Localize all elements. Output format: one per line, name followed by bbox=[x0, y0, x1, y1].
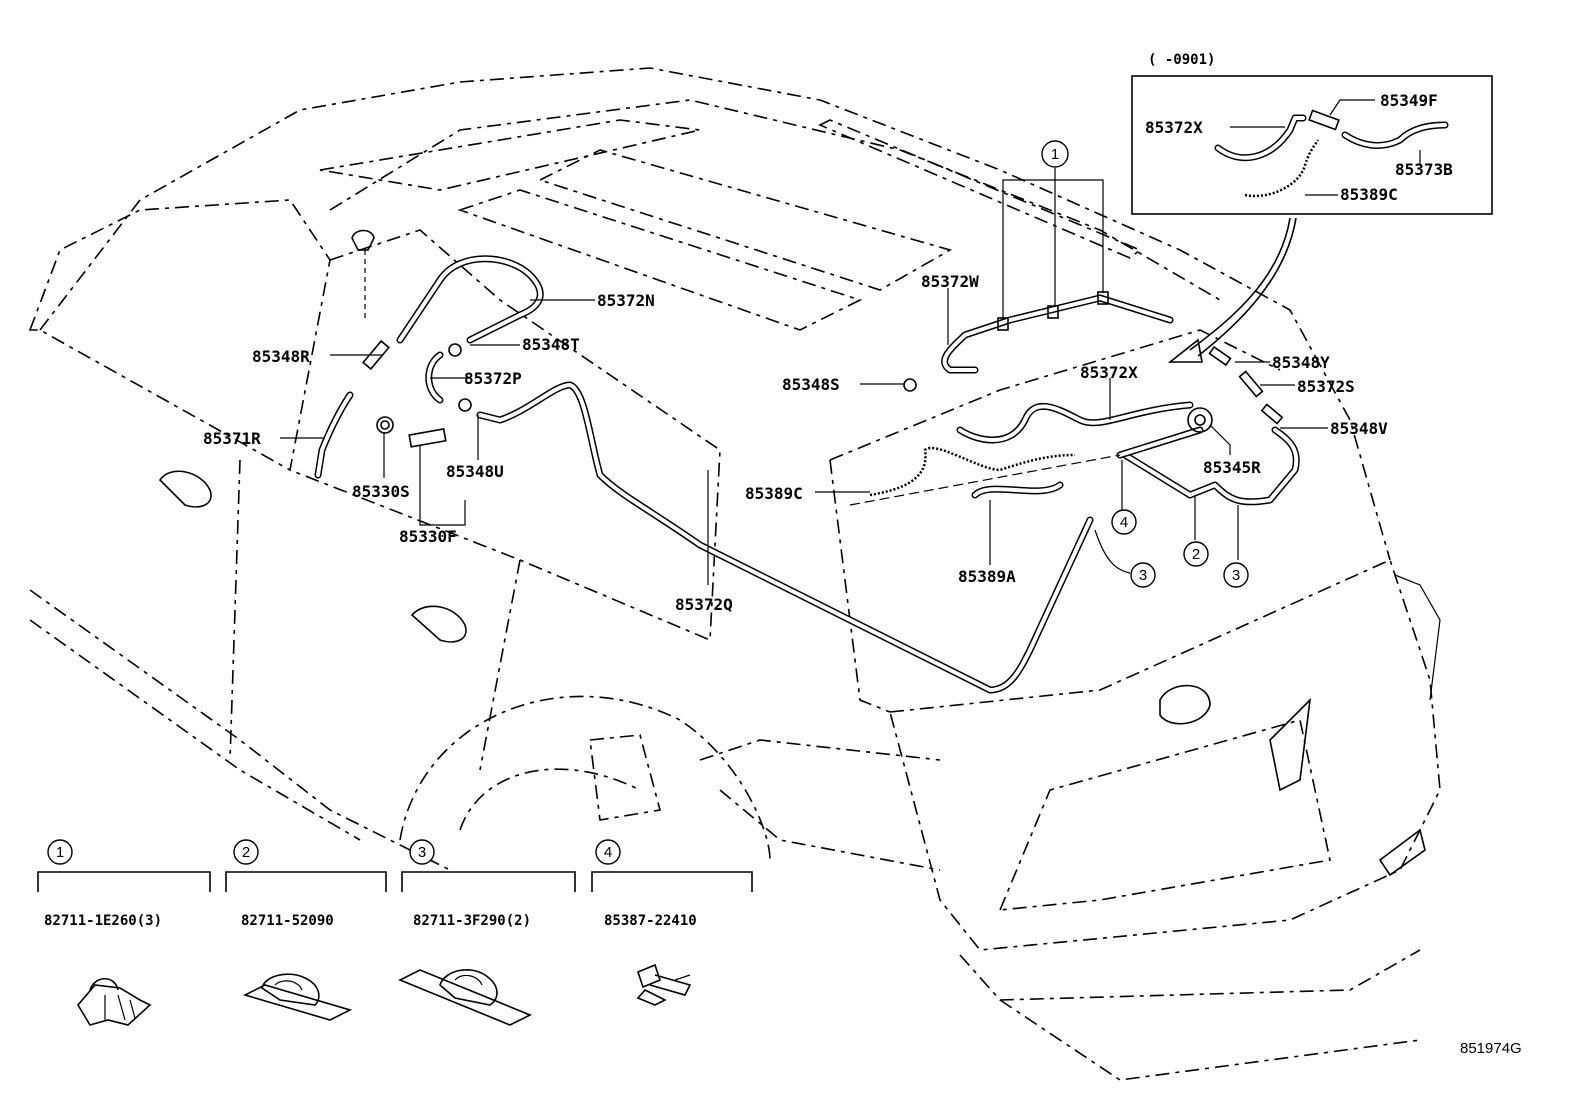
inset-label-85389c: 85389C bbox=[1340, 185, 1398, 204]
label-85389a: 85389A bbox=[958, 567, 1016, 586]
inset-panel: ( -0901) 85372X 85349F 85373B 85389C bbox=[1131, 52, 1493, 215]
label-85348u: 85348U bbox=[446, 462, 504, 481]
clamp-legend: 1 82711-1E260(3) 2 82711-52090 3 bbox=[37, 839, 753, 1026]
callout-3-left: 3 bbox=[1130, 562, 1156, 588]
inset-label-85349f: 85349F bbox=[1380, 91, 1438, 110]
svg-text:3: 3 bbox=[1232, 567, 1240, 584]
legend-part-1: 82711-1E260(3) bbox=[44, 913, 162, 929]
vehicle-body-outline bbox=[28, 67, 1441, 1081]
callout-3-right: 3 bbox=[1223, 562, 1249, 588]
inset-label-85373b: 85373B bbox=[1395, 160, 1453, 179]
part-labels: 85372N 85348R 85348T 85372P 85371R 85348… bbox=[203, 272, 1388, 614]
washer-hoses bbox=[314, 255, 1300, 694]
label-85372p: 85372P bbox=[464, 369, 522, 388]
label-85348t: 85348T bbox=[522, 335, 580, 354]
leader-lines bbox=[280, 168, 1328, 585]
label-85348r: 85348R bbox=[252, 347, 310, 366]
legend-part-2: 82711-52090 bbox=[241, 913, 334, 929]
coil-hoses bbox=[869, 446, 1076, 497]
svg-text:4: 4 bbox=[604, 844, 612, 861]
callout-4: 4 bbox=[1111, 509, 1137, 535]
callout-circles: 1 4 2 3 3 bbox=[1041, 140, 1249, 588]
label-85372x: 85372X bbox=[1080, 363, 1138, 382]
legend-item-2: 2 82711-52090 bbox=[225, 839, 387, 1021]
legend-part-3: 82711-3F290(2) bbox=[413, 913, 531, 929]
callout-2: 2 bbox=[1183, 541, 1209, 567]
legend-item-4: 4 85387-22410 bbox=[591, 839, 753, 1006]
diagram-id: 851974G bbox=[1460, 1040, 1522, 1057]
label-85371r: 85371R bbox=[203, 429, 261, 448]
label-85372s: 85372S bbox=[1297, 377, 1355, 396]
label-85372w: 85372W bbox=[921, 272, 979, 291]
label-85372q: 85372Q bbox=[675, 595, 733, 614]
svg-text:3: 3 bbox=[418, 844, 426, 861]
legend-item-3: 3 82711-3F290(2) bbox=[398, 839, 576, 1026]
fittings bbox=[351, 229, 1284, 448]
label-85330s: 85330S bbox=[352, 482, 410, 501]
label-85348y: 85348Y bbox=[1272, 353, 1330, 372]
svg-text:1: 1 bbox=[1051, 146, 1059, 163]
callout-1-top: 1 bbox=[1041, 140, 1069, 168]
label-85330f: 85330F bbox=[399, 527, 457, 546]
label-85348s: 85348S bbox=[782, 375, 840, 394]
label-85345r: 85345R bbox=[1203, 458, 1261, 477]
clamp-3-icon bbox=[398, 969, 532, 1026]
inset-date-range: ( -0901) bbox=[1148, 52, 1215, 68]
clamp-4-icon bbox=[636, 963, 692, 1006]
label-85389c: 85389C bbox=[745, 484, 803, 503]
legend-item-1: 1 82711-1E260(3) bbox=[37, 839, 211, 1026]
legend-part-4: 85387-22410 bbox=[604, 913, 697, 929]
clamp-2-icon bbox=[242, 973, 353, 1021]
inset-pointer-arrow bbox=[1167, 217, 1297, 363]
label-85372n: 85372N bbox=[597, 291, 655, 310]
svg-text:4: 4 bbox=[1120, 514, 1128, 531]
clamp-1-icon bbox=[77, 977, 152, 1026]
svg-text:2: 2 bbox=[1192, 546, 1200, 563]
svg-text:3: 3 bbox=[1139, 567, 1147, 584]
inset-label-85372x: 85372X bbox=[1145, 118, 1203, 137]
label-85348v: 85348V bbox=[1330, 419, 1388, 438]
svg-text:1: 1 bbox=[56, 844, 64, 861]
svg-text:2: 2 bbox=[242, 844, 250, 861]
